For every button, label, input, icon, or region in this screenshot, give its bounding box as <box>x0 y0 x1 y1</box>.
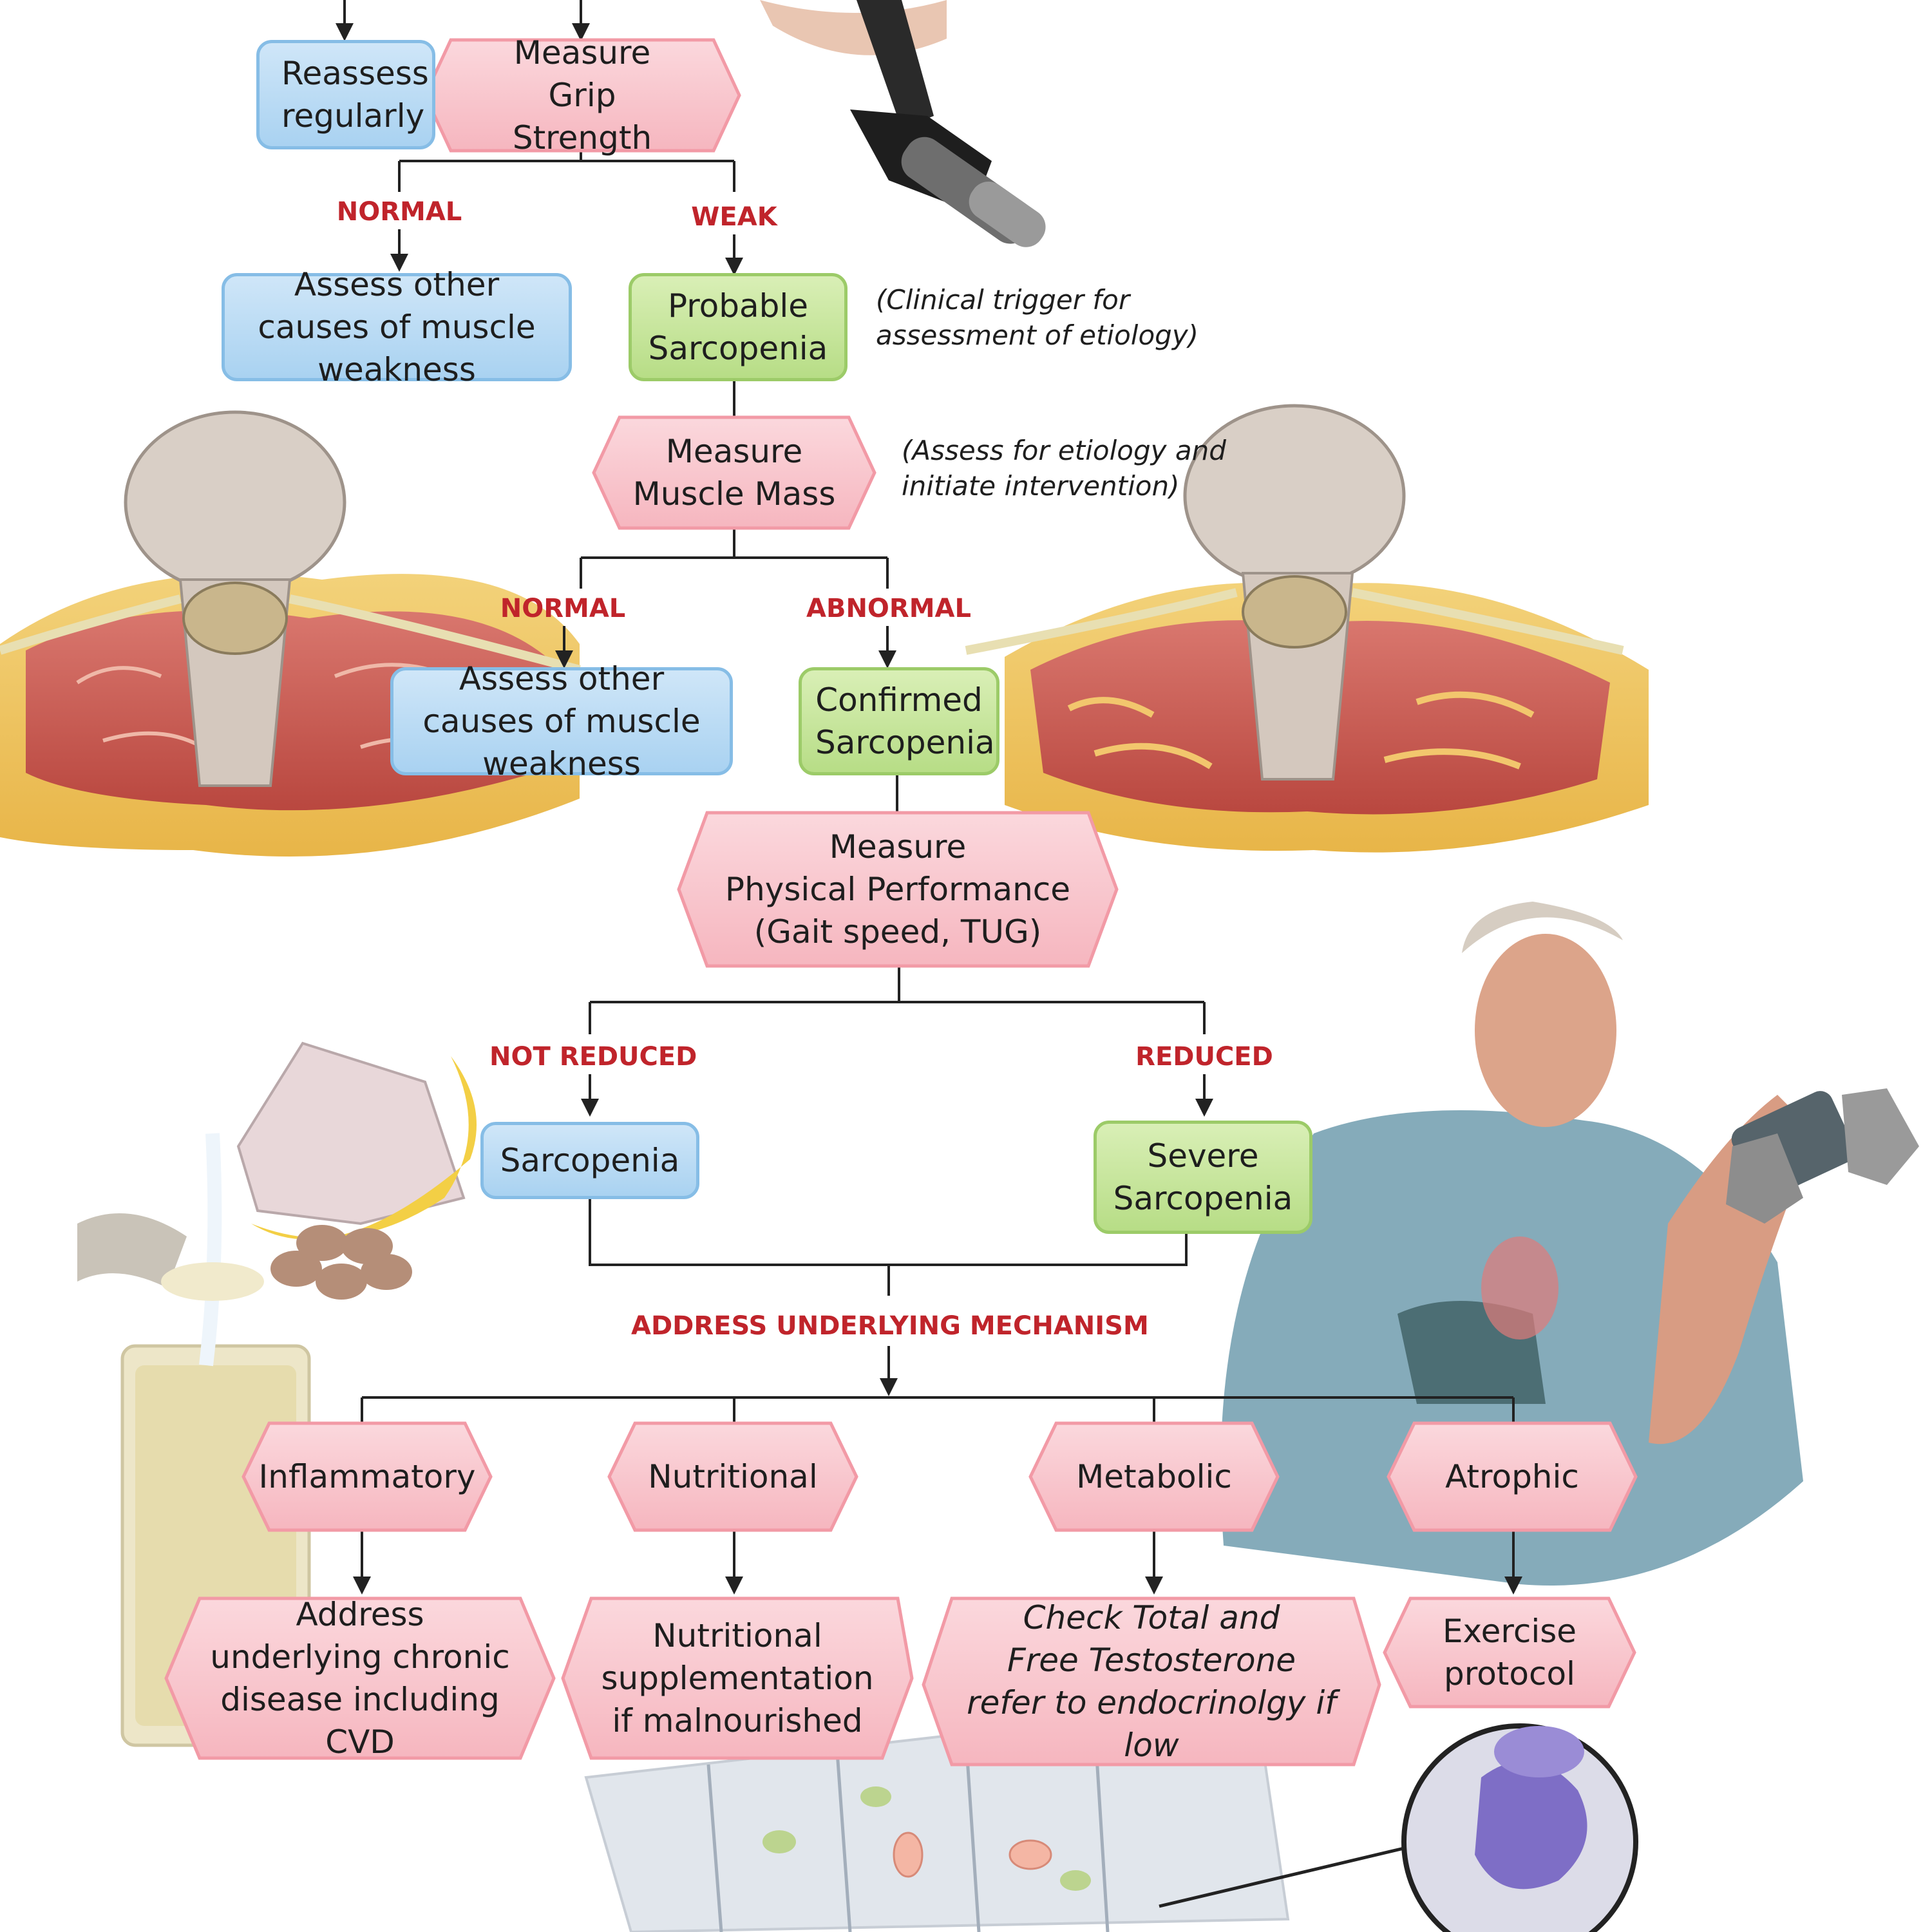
address-mechanism-label: ADDRESS UNDERLYING MECHANISM <box>631 1311 1149 1341</box>
hex-shape-performance <box>677 811 1119 968</box>
spine-cross-section-left <box>0 410 581 857</box>
hex-shape-metabolic <box>1028 1421 1280 1532</box>
measure-grip-strength-node: Measure Grip Strength <box>425 34 739 156</box>
address-disease-node: Address underlying chronic disease inclu… <box>166 1596 554 1761</box>
metabolic-text: Metabolic <box>1076 1458 1232 1495</box>
sarcopenia-box: Sarcopenia <box>480 1122 699 1199</box>
hex-shape-atrophic <box>1387 1421 1638 1532</box>
performance-line-1: Measure <box>829 828 967 866</box>
measure-muscle-mass-node: Measure Muscle Mass <box>594 417 875 528</box>
reassess-regularly-box: Reassess regularly <box>256 40 435 149</box>
severe-sarcopenia-box: Severe Sarcopenia <box>1094 1121 1312 1234</box>
assess-other-causes-box-1: Assess other causes of muscle weakness <box>222 266 572 388</box>
supplementation-text: Nutritional supplementation if malnouris… <box>601 1617 874 1739</box>
exercise-protocol-node: Exercise protocol <box>1385 1598 1634 1707</box>
supplementation-node: Nutritional supplementation if malnouris… <box>563 1598 912 1758</box>
atrophic-node: Atrophic <box>1388 1423 1636 1530</box>
probable-sarcopenia-box: Probable Sarcopenia <box>629 273 848 381</box>
probable-note: (Clinical trigger for assessment of etio… <box>876 282 1198 354</box>
hexagon-shapes <box>164 38 1638 1766</box>
hex-shape-muscle-mass <box>592 415 876 530</box>
inflammatory-text: Inflammatory <box>258 1458 476 1495</box>
spine-cross-section-right <box>965 404 1649 853</box>
measure-muscle-mass-text: Measure Muscle Mass <box>632 433 836 513</box>
inflammatory-node: Inflammatory <box>243 1423 491 1530</box>
connectors <box>336 0 1522 1595</box>
grip-normal-label: NORMAL <box>336 197 462 227</box>
probable-sarcopenia-text: Probable Sarcopenia <box>648 287 828 367</box>
mass-note-line-1: (Assess for etiology and <box>902 435 1226 466</box>
confirmed-sarcopenia-box: Confirmed Sarcopenia <box>799 667 999 775</box>
severe-sarcopenia-text: Severe Sarcopenia <box>1113 1137 1293 1217</box>
confirmed-sarcopenia-text: Confirmed Sarcopenia <box>815 681 995 761</box>
testosterone-line-1: Check Total and <box>1023 1599 1280 1636</box>
mass-note-line-2: initiate intervention) <box>902 470 1180 502</box>
perf-reduced-label: REDUCED <box>1135 1042 1273 1072</box>
measure-physical-performance-node: Measure Physical Performance (Gait speed… <box>679 813 1117 966</box>
perf-not-reduced-label: NOT REDUCED <box>489 1042 697 1072</box>
hex-shape-testosterone <box>922 1596 1381 1766</box>
grip-dynamometer-illustration <box>760 0 1046 247</box>
measure-grip-strength-text: Measure Grip Strength <box>512 34 652 156</box>
elderly-man-dumbbell-illustration <box>1220 902 1919 1586</box>
hex-shape-nutritional <box>607 1421 858 1532</box>
testosterone-line-2: Free Testosterone <box>1007 1642 1296 1679</box>
mass-abnormal-label: ABNORMAL <box>806 594 971 623</box>
sarcopenia-text: Sarcopenia <box>500 1142 680 1179</box>
nutritional-text: Nutritional <box>648 1458 818 1495</box>
metabolic-node: Metabolic <box>1030 1423 1278 1530</box>
mass-note: (Assess for etiology and initiate interv… <box>902 433 1226 504</box>
exercise-protocol-text: Exercise protocol <box>1442 1613 1577 1692</box>
atrophic-text: Atrophic <box>1445 1458 1579 1495</box>
testosterone-node: Check Total and Free Testosterone refer … <box>923 1598 1379 1765</box>
probable-note-line-2: assessment of etiology) <box>876 319 1199 352</box>
hex-shape-supplementation <box>561 1596 914 1760</box>
nutritional-node: Nutritional <box>609 1423 857 1530</box>
assess-other-causes-text-2: Assess other causes of muscle weakness <box>422 660 701 782</box>
performance-line-2: Physical Performance <box>724 871 1071 908</box>
testosterone-line-3: refer to endocrinolgy if low <box>967 1684 1336 1764</box>
reassess-regularly-text: Reassess regularly <box>281 55 429 135</box>
hex-shape-inflammatory <box>242 1421 493 1532</box>
grip-weak-label: WEAK <box>691 202 777 232</box>
hex-shape-address-disease <box>164 1596 556 1760</box>
performance-line-3: (Gait speed, TUG) <box>753 913 1042 951</box>
assess-other-causes-text-1: Assess other causes of muscle weakness <box>258 266 536 388</box>
assess-other-causes-box-2: Assess other causes of muscle weakness <box>390 660 733 782</box>
hex-shape-exercise <box>1383 1596 1636 1709</box>
probable-note-line-1: (Clinical trigger for <box>876 284 1130 316</box>
address-disease-text: Address underlying chronic disease inclu… <box>210 1596 510 1761</box>
mass-normal-label: NORMAL <box>500 594 626 623</box>
